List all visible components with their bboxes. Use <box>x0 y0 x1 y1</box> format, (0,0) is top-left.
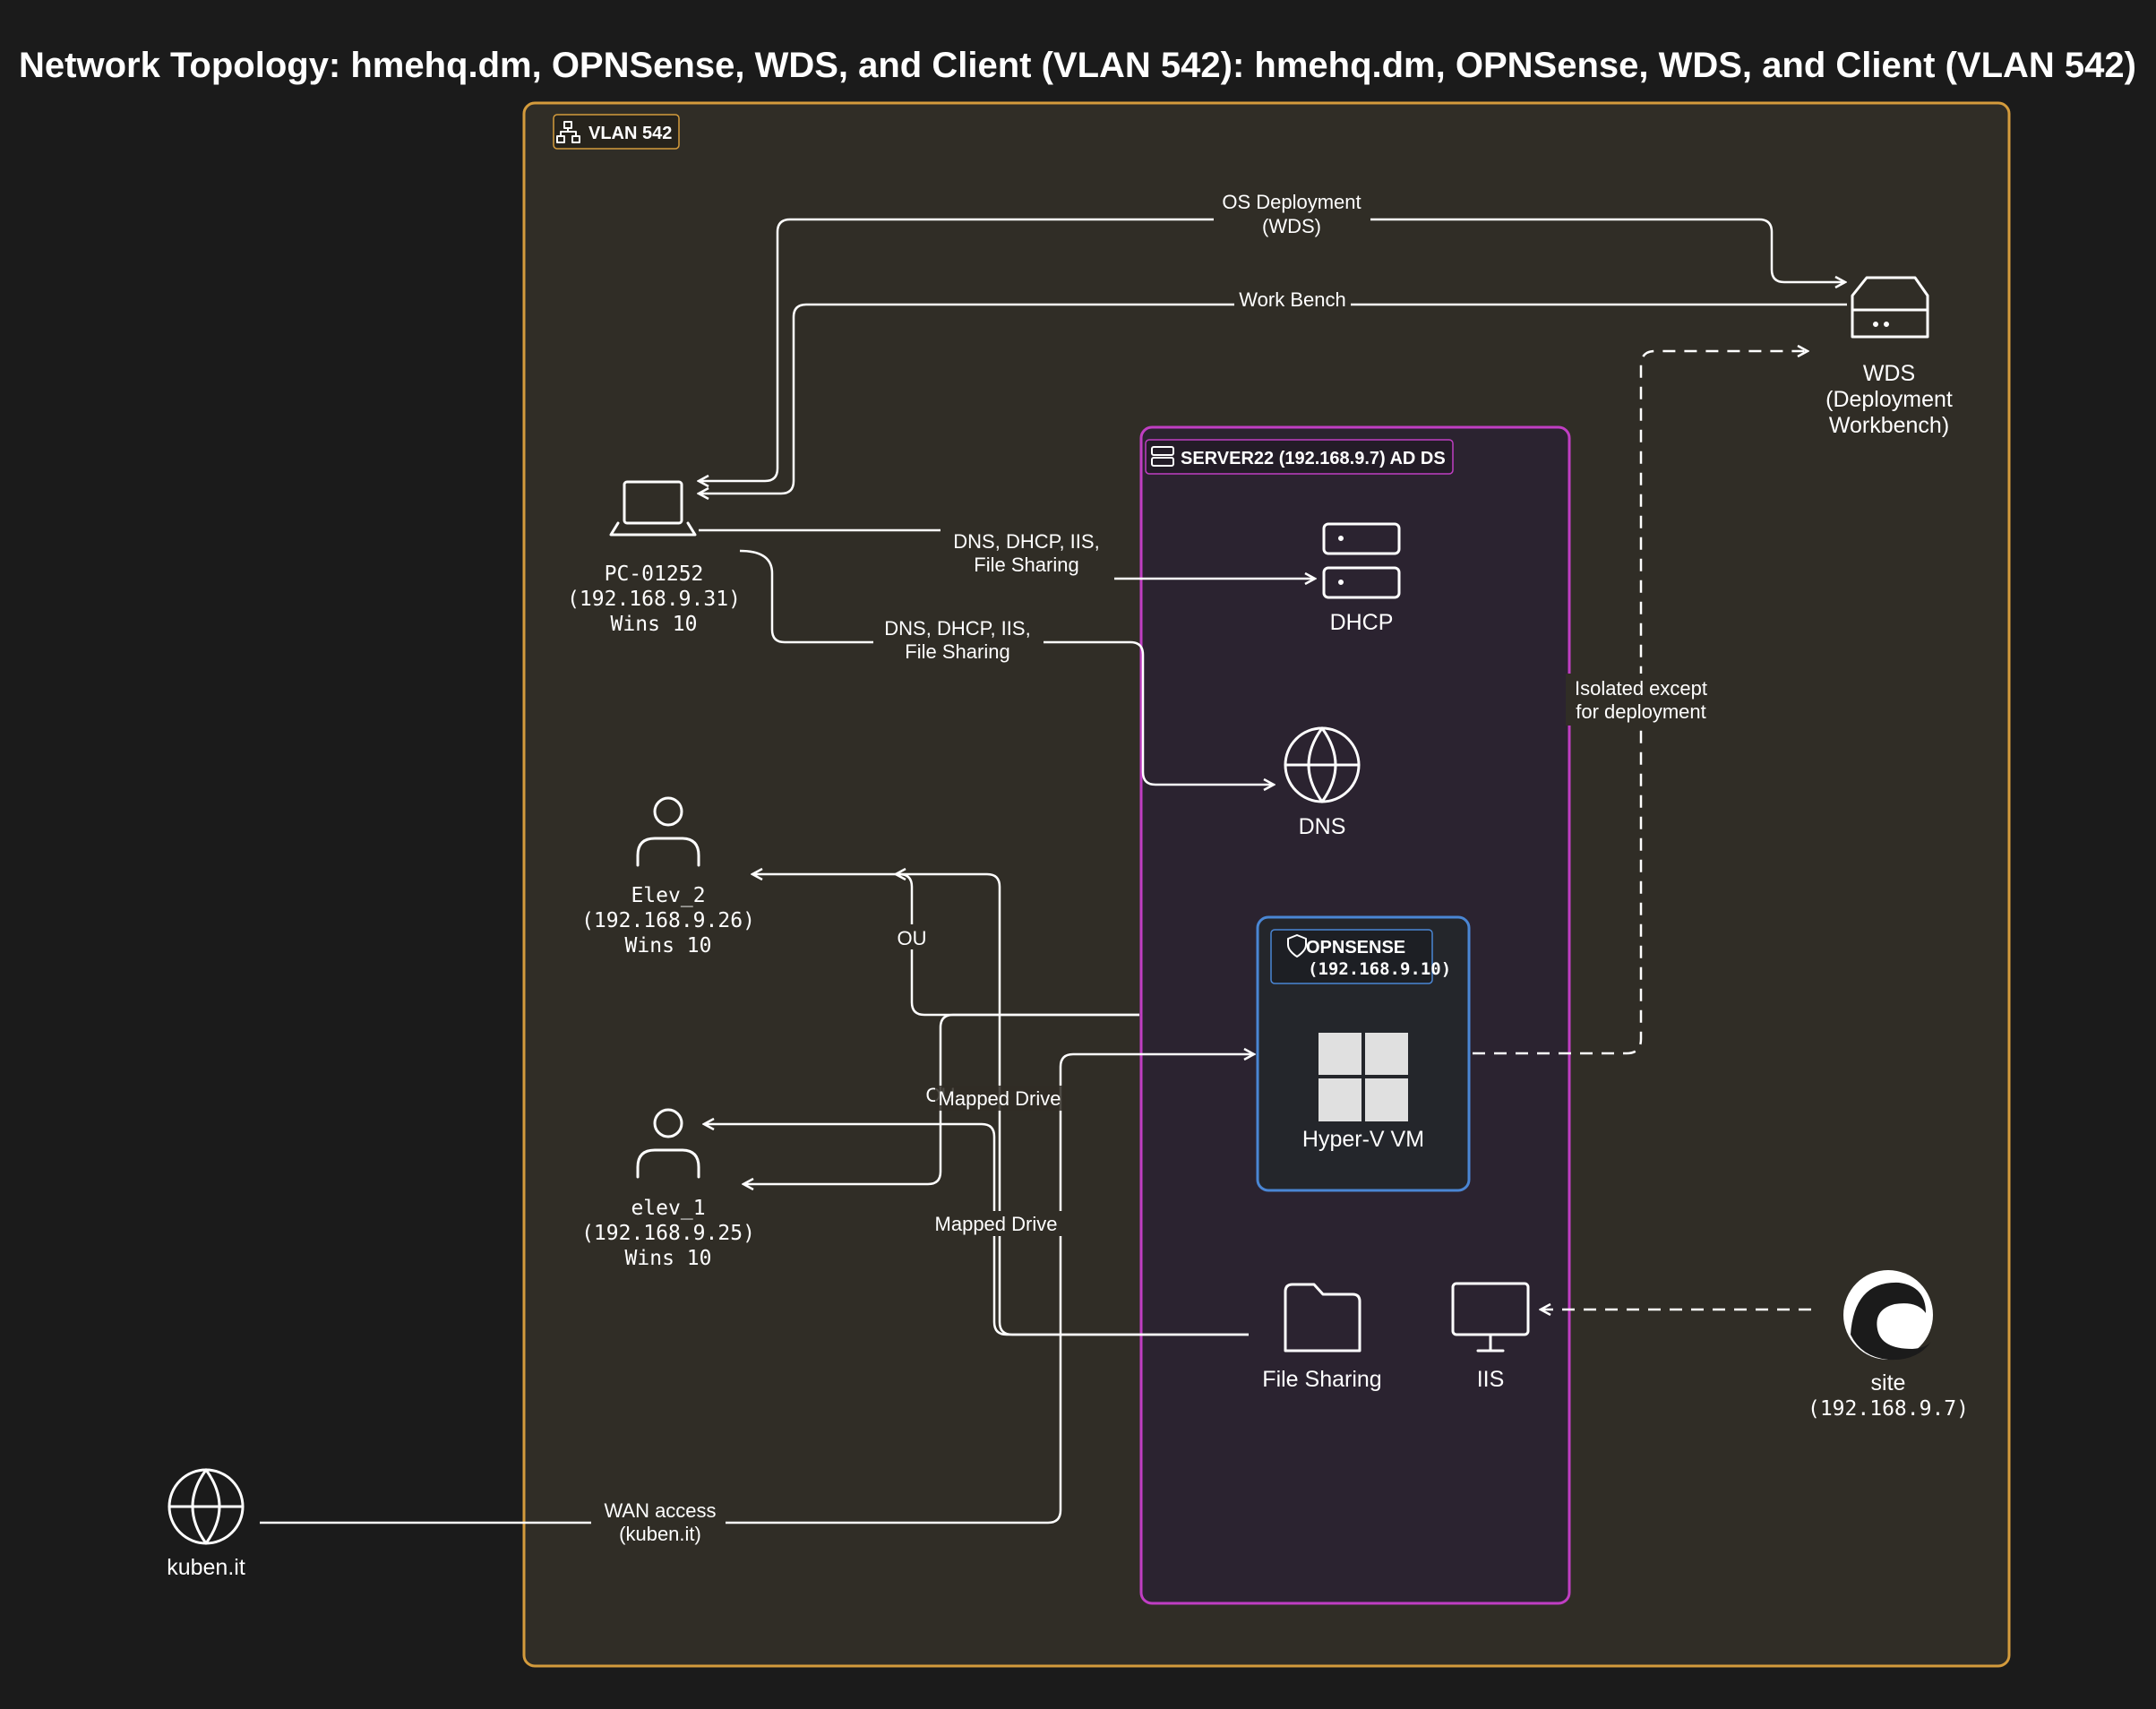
edge-label-os-deployment-2: (WDS) <box>1262 215 1321 237</box>
edge-wan[interactable] <box>260 1054 1254 1524</box>
wds-label-line2: (Deployment <box>1825 387 1953 412</box>
elev1-label-line2: (192.168.9.25) <box>581 1222 755 1245</box>
monitor-icon <box>1451 1282 1530 1353</box>
elev2-node[interactable]: Elev_2 (192.168.9.26) Wins 10 <box>581 796 755 958</box>
edge-label-work-bench: Work Bench <box>1239 288 1345 311</box>
edge-label-pc-dns-2: File Sharing <box>905 640 1009 663</box>
pc-label-line1: PC-01252 <box>605 563 704 586</box>
elev2-label-line1: Elev_2 <box>631 884 705 907</box>
wds-label-line1: WDS <box>1863 361 1915 386</box>
globe-icon <box>1284 726 1361 803</box>
site-label-line1: site <box>1871 1370 1906 1396</box>
dns-label: DNS <box>1299 814 1346 839</box>
server-group-label: SERVER22 (192.168.9.7) AD DS <box>1181 449 1446 468</box>
opnsense-group-box <box>1256 915 1471 1192</box>
edge-label-mapped-drive-2: Mapped Drive <box>935 1213 1058 1235</box>
windows-icon <box>1319 1033 1408 1121</box>
vlan-group-label: VLAN 542 <box>588 124 672 143</box>
user-icon <box>636 796 700 867</box>
drive-icon <box>1851 276 1929 339</box>
server-icon <box>1151 446 1174 467</box>
network-icon <box>556 121 580 143</box>
diagram-title: Network Topology: hmehq.dm, OPNSense, WD… <box>19 46 2136 85</box>
elev1-label-line1: elev_1 <box>631 1197 705 1220</box>
dhcp-label: DHCP <box>1330 610 1394 635</box>
edge-work-bench[interactable] <box>699 303 1847 494</box>
edge-label-os-deployment-1: OS Deployment <box>1222 191 1361 213</box>
edge-browser-icon <box>1843 1270 1933 1361</box>
fileshare-node[interactable]: File Sharing <box>1262 1283 1382 1392</box>
wds-node[interactable]: WDS (Deployment Workbench) <box>1825 276 1953 438</box>
edge-label-pc-dns-1: DNS, DHCP, IIS, <box>884 617 1030 640</box>
edge-isolated[interactable] <box>1473 351 1808 1055</box>
kuben-label: kuben.it <box>167 1555 245 1580</box>
elev2-label-line3: Wins 10 <box>625 934 712 958</box>
edge-os-deployment-to-pc[interactable] <box>699 218 1218 481</box>
edge-label-pc-dhcp-1: DNS, DHCP, IIS, <box>953 530 1099 553</box>
edge-label-mapped-drive-1: Mapped Drive <box>939 1087 1061 1110</box>
folder-icon <box>1284 1283 1361 1353</box>
site-node[interactable]: site (192.168.9.7) <box>1808 1270 1969 1421</box>
elev1-label-line3: Wins 10 <box>625 1247 712 1270</box>
opnsense-group: OPNSENSE (192.168.9.10) <box>1256 915 1471 1192</box>
edge-os-deployment[interactable] <box>1218 218 1845 282</box>
edge-label-isolated-2: for deployment <box>1576 700 1706 723</box>
shield-icon <box>1287 934 1307 958</box>
edges <box>260 218 1847 1524</box>
globe-icon <box>167 1468 245 1545</box>
elev2-label-line2: (192.168.9.26) <box>581 909 755 932</box>
laptop-icon <box>609 480 697 537</box>
user-icon <box>636 1108 700 1179</box>
vlan-group-tag <box>553 114 680 150</box>
edge-labels: OS Deployment (WDS) Work Bench DNS, DHCP… <box>591 188 1716 1548</box>
edge-label-pc-dhcp-2: File Sharing <box>974 554 1078 576</box>
edge-label-wan-1: WAN access <box>604 1499 716 1522</box>
wds-label-line3: Workbench) <box>1829 413 1949 438</box>
opnsense-label-line1: OPNSENSE <box>1306 938 1405 958</box>
iis-node[interactable]: IIS <box>1451 1282 1530 1392</box>
dns-node[interactable]: DNS <box>1284 726 1361 839</box>
server-group-tag <box>1145 439 1454 475</box>
hyperv-node[interactable]: Hyper-V VM <box>1302 1033 1424 1152</box>
edge-label-isolated-1: Isolated except <box>1575 677 1707 700</box>
edge-pc-dns[interactable] <box>739 549 1274 785</box>
hyperv-label: Hyper-V VM <box>1302 1127 1424 1152</box>
iis-label: IIS <box>1477 1367 1505 1392</box>
kuben-node[interactable]: kuben.it <box>167 1468 245 1580</box>
server-stack-icon <box>1322 522 1401 599</box>
elev1-node[interactable]: elev_1 (192.168.9.25) Wins 10 <box>581 1108 755 1270</box>
dhcp-node[interactable]: DHCP <box>1322 522 1401 635</box>
fileshare-label: File Sharing <box>1262 1367 1381 1392</box>
pc-label-line2: (192.168.9.31) <box>567 588 741 611</box>
pc-label-line3: Wins 10 <box>611 613 698 636</box>
edge-label-wan-2: (kuben.it) <box>619 1523 701 1545</box>
edge-pc-dhcp[interactable] <box>699 528 1315 579</box>
opnsense-label-line2: (192.168.9.10) <box>1308 959 1451 979</box>
edge-label-ou-elev2: OU <box>898 927 927 949</box>
opnsense-group-tag <box>1270 929 1433 984</box>
pc-node[interactable]: PC-01252 (192.168.9.31) Wins 10 <box>567 480 741 636</box>
site-label-line2: (192.168.9.7) <box>1808 1397 1969 1421</box>
